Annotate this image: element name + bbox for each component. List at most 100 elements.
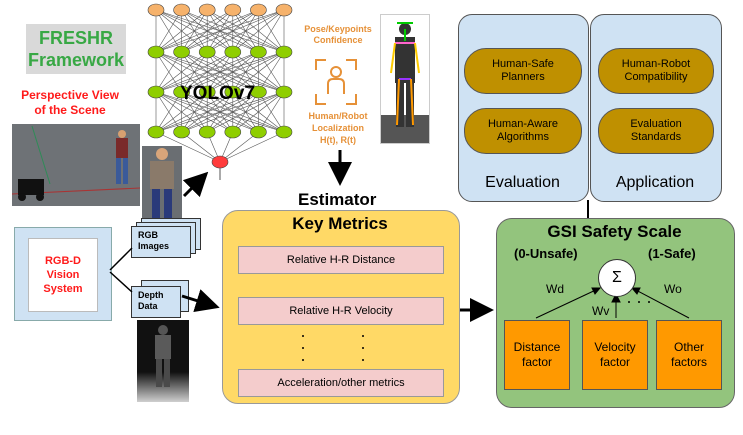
- line-rgbd-depth: [109, 271, 133, 293]
- network-edge: [181, 131, 221, 163]
- network-node: [250, 3, 267, 17]
- gsi-connections: [535, 287, 690, 319]
- network-node: [147, 45, 165, 59]
- network-node: [198, 3, 216, 17]
- yolo-label: YOLOv7: [180, 83, 255, 104]
- network-edge: [155, 91, 259, 133]
- network-edge: [155, 51, 233, 93]
- network-edge: [207, 51, 285, 93]
- network-edge: [155, 9, 208, 53]
- weight-distance: Wd: [546, 282, 564, 296]
- pose-confidence-label: Pose/Keypoints Confidence: [304, 24, 372, 45]
- safe-label: (1-Safe): [648, 246, 696, 261]
- network-edge: [258, 91, 285, 133]
- network-edge: [232, 9, 285, 53]
- depth-image: [137, 320, 189, 402]
- network-node: [198, 85, 216, 99]
- network-edge: [219, 131, 285, 163]
- estimator-label: Estimator: [298, 190, 377, 209]
- network-node: [275, 3, 293, 17]
- network-edge: [232, 51, 285, 93]
- network-node: [198, 45, 216, 59]
- person-photo: [142, 146, 182, 224]
- weight-other: Wo: [664, 282, 682, 296]
- network-node: [224, 45, 242, 59]
- network-edge: [181, 91, 285, 133]
- network-edge: [181, 9, 285, 53]
- network-connections: [155, 9, 285, 163]
- network-node: [198, 125, 216, 139]
- weight-velocity: Wv: [592, 304, 610, 318]
- network-node: [275, 125, 293, 139]
- metric-acceleration: Acceleration/other metrics: [238, 369, 444, 397]
- network-nodes: [147, 3, 293, 180]
- network-edge: [155, 131, 221, 163]
- pose-keypoints-image: [380, 14, 430, 144]
- network-edge: [155, 51, 182, 93]
- unsafe-label: (0-Unsafe): [514, 246, 578, 261]
- network-node: [173, 85, 190, 99]
- network-edge: [232, 91, 285, 133]
- network-node: [173, 125, 190, 139]
- network-edge: [207, 91, 285, 133]
- network-edge: [155, 91, 208, 133]
- metric-relative-distance: Relative H-R Distance: [238, 246, 444, 274]
- network-node: [173, 45, 190, 59]
- key-metrics-heading: Key Metrics: [292, 214, 388, 233]
- title-box: FRESHR Framework: [26, 24, 126, 74]
- metric-ellipsis: [302, 335, 364, 361]
- yolo-network: [147, 3, 293, 180]
- network-node: [224, 125, 242, 139]
- network-edge: [181, 51, 285, 93]
- network-edge: [155, 91, 285, 133]
- network-edge: [219, 131, 259, 163]
- network-edge: [155, 9, 233, 53]
- arrow-depth-estimator: [181, 289, 220, 313]
- network-node: [224, 85, 242, 99]
- network-edge: [155, 9, 182, 53]
- network-node: [275, 45, 293, 59]
- network-node: [250, 45, 267, 59]
- scene-illustration: [11, 124, 141, 206]
- arrow-to-yolo: [182, 171, 209, 198]
- depth-data-doc: Depth Data: [131, 286, 181, 318]
- network-node: [147, 3, 165, 17]
- network-edge: [258, 9, 285, 53]
- network-edge: [258, 51, 285, 93]
- localization-label: Human/Robot Localization H(t), R(t): [308, 111, 368, 145]
- metric-relative-velocity: Relative H-R Velocity: [238, 297, 444, 325]
- network-edge: [155, 91, 182, 133]
- scene-image: [11, 124, 141, 206]
- network-edge: [155, 51, 259, 93]
- network-edge: [155, 9, 259, 53]
- person-detection-icon: [315, 59, 357, 105]
- framework-title: FRESHR Framework: [27, 28, 125, 70]
- network-node: [224, 3, 242, 17]
- perspective-view-label: Perspective View of the Scene: [21, 88, 119, 117]
- evaluation-label: Evaluation: [485, 174, 560, 191]
- network-node: [173, 3, 190, 17]
- network-edge: [155, 51, 208, 93]
- network-node: [275, 85, 293, 99]
- sum-node: Σ: [598, 259, 636, 297]
- network-node: [250, 125, 267, 139]
- network-node: [250, 85, 267, 99]
- line-rgbd-rgb: [109, 247, 133, 271]
- network-edge: [155, 91, 233, 133]
- rgb-images-doc: RGB Images: [131, 226, 191, 258]
- network-node: [147, 125, 165, 139]
- application-label: Application: [615, 174, 695, 191]
- network-node: [147, 85, 165, 99]
- network-edge: [207, 9, 285, 53]
- rgbd-vision-system: RGB-D Vision System: [28, 238, 98, 312]
- network-edge: [155, 9, 285, 53]
- gsi-title: GSI Safety Scale: [547, 222, 682, 241]
